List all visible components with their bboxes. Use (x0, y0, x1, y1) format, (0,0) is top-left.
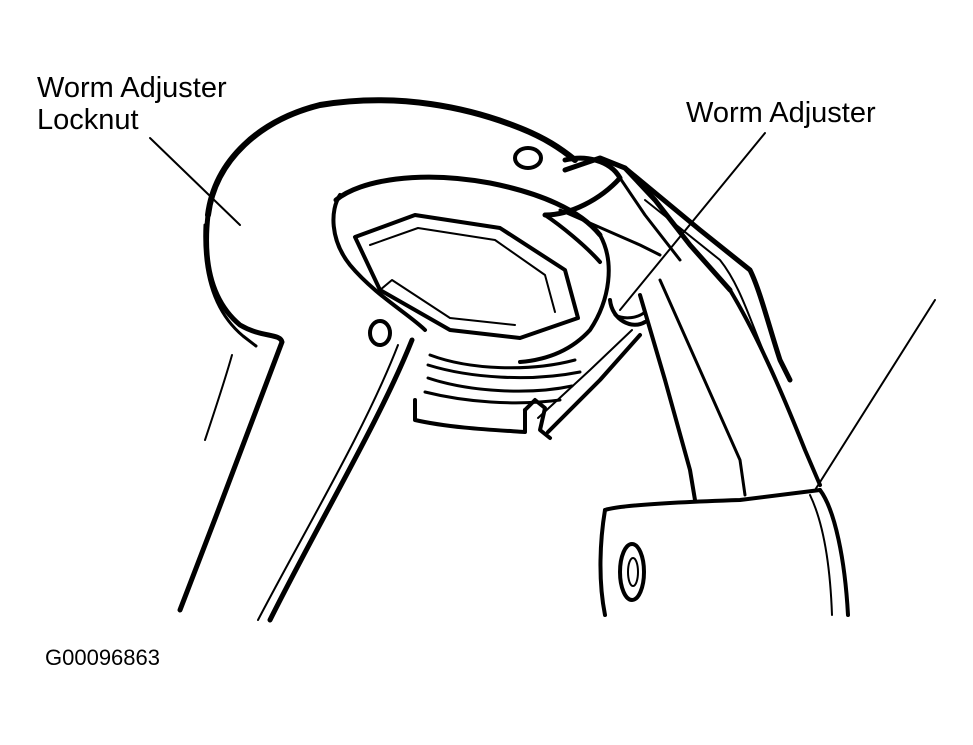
adjuster-slot-right (537, 329, 633, 419)
adjuster-arm-far (728, 288, 822, 487)
thread-base (413, 398, 527, 434)
adjuster-housing-right (622, 165, 793, 383)
wrench-jaw-opening (331, 193, 427, 332)
bracket-front (598, 508, 607, 617)
bracket-top (603, 488, 822, 512)
jaw-pin-hole (513, 146, 543, 170)
adjuster-stem-notch (613, 310, 647, 320)
locknut-ring-right (518, 233, 611, 364)
thread-slot (523, 398, 552, 440)
bracket-bolt-inner (627, 557, 639, 587)
wrench-handle-inner-edge (257, 344, 399, 621)
bracket-bolt-hole (618, 542, 646, 602)
thread-line-1 (426, 363, 582, 380)
locknut-ring-top (333, 174, 603, 238)
wrench-outer-outline (205, 97, 578, 218)
label-locknut-line2: Locknut (37, 104, 139, 136)
leader-locknut (149, 137, 241, 226)
wrench-inner-left-edge (203, 223, 258, 348)
thread-line-2 (426, 376, 574, 393)
adjuster-slot-left (546, 333, 642, 434)
hex-socket-depth (379, 279, 516, 326)
handle-pin-hole (368, 319, 392, 347)
bracket-right (818, 488, 850, 617)
label-worm-adjuster: Worm Adjuster (686, 97, 876, 129)
locknut-ring-lower (428, 353, 577, 370)
figure-code: G00096863 (45, 645, 160, 670)
thread-line-3 (423, 390, 562, 405)
adjuster-arm-right (658, 278, 747, 497)
wrench-handle-shade-edge (204, 354, 233, 441)
leader-adjuster (619, 132, 766, 311)
wrench-jaw-hook (542, 155, 623, 218)
adjuster-housing-upper-edge (618, 176, 682, 262)
leader-bracket (814, 299, 936, 491)
adjuster-housing-face (558, 208, 662, 257)
wrench-left-edge (177, 212, 285, 613)
bracket-inner (809, 494, 833, 616)
adjuster-housing-left (543, 213, 602, 264)
wrench-handle-lower-edge (267, 337, 415, 623)
label-locknut-line1: Worm Adjuster (37, 72, 227, 104)
label-worm-adjuster-locknut: Worm Adjuster Locknut (37, 72, 227, 136)
adjuster-stem-left (608, 298, 647, 327)
adjuster-arm-left (638, 293, 697, 502)
hex-socket-outer (353, 213, 580, 340)
adjuster-housing-top (562, 155, 733, 293)
hex-socket-inner (369, 227, 556, 313)
adjuster-housing-ridge (644, 199, 766, 356)
